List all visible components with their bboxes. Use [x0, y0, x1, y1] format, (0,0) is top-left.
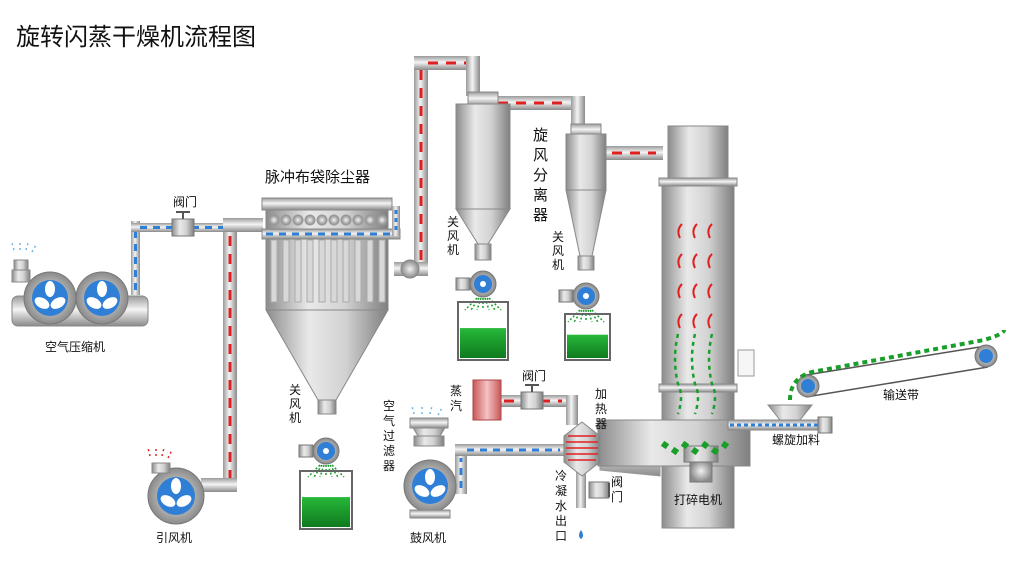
air-compressor [11, 241, 149, 327]
condensate-char: 水 [555, 499, 567, 513]
cyclone-char: 离 [533, 186, 548, 204]
heater-char: 加 [595, 387, 607, 401]
valve-top [171, 218, 195, 237]
air_filter-char: 过 [383, 429, 395, 443]
rotary_valve_2-char: 风 [447, 229, 459, 243]
label-steam: 蒸汽 [450, 384, 462, 413]
label-air-compressor: 空气压缩机 [45, 339, 105, 354]
steam-tank [472, 379, 502, 421]
rotary_valve_1-char: 关 [289, 383, 301, 397]
rotary_valve_3-char: 机 [552, 258, 564, 272]
condensate-char: 出 [555, 514, 567, 528]
valve_bottom-char: 门 [611, 489, 623, 504]
rotary-valve-3 [558, 282, 611, 361]
air_filter-char: 空 [383, 399, 395, 413]
label-valve-mid: 阀门 [522, 368, 546, 383]
label-crusher-motor: 打碎电机 [674, 492, 722, 507]
pipes [131, 56, 663, 539]
heater [563, 421, 601, 477]
label-dust-collector: 脉冲布袋除尘器 [265, 168, 370, 186]
rotary_valve_2-char: 关 [447, 215, 459, 229]
air_filter-char: 气 [383, 413, 395, 428]
cyclone-2 [565, 123, 607, 271]
cyclone-char: 风 [533, 146, 548, 164]
rotary_valve_2-char: 机 [447, 243, 459, 257]
label-screw-feeder: 螺旋加料 [772, 433, 820, 447]
label-blower: 鼓风机 [410, 531, 446, 545]
valve-mid [520, 391, 544, 410]
valve_bottom-char: 阀 [611, 475, 623, 489]
label-valve-top: 阀门 [173, 194, 197, 209]
label-valve-bottom: 阀门 [611, 475, 623, 504]
label-induced-fan: 引风机 [156, 531, 192, 545]
rotary_valve_1-char: 风 [289, 397, 301, 411]
collection-bin [457, 301, 509, 361]
dust-collector [261, 197, 401, 415]
screw-feeder [727, 404, 833, 434]
water-drop-icon [579, 530, 583, 539]
label-rotary-valve-3: 关风机 [552, 230, 564, 272]
dryer-tower [597, 125, 755, 529]
rotary-valve-2 [455, 270, 509, 361]
condensate-char: 口 [555, 529, 567, 543]
rotary_valve_3-char: 关 [552, 230, 564, 244]
heater-char: 热 [595, 402, 607, 416]
collection-bin [299, 470, 353, 530]
crusher-motor-icon [689, 459, 713, 483]
diagram-title: 旋转闪蒸干燥机流程图 [16, 23, 256, 51]
condensate-char: 冷 [555, 469, 567, 483]
induced-fan [147, 446, 205, 525]
steam-char: 蒸 [450, 384, 462, 398]
cyclone-char: 器 [533, 206, 548, 224]
label-rotary-valve-1: 关风机 [289, 383, 301, 425]
blower [403, 404, 457, 519]
label-heater: 加热器 [595, 387, 607, 431]
rotary_valve_3-char: 风 [552, 244, 564, 258]
cyclone-1 [455, 91, 511, 261]
rotary-valves [298, 270, 611, 530]
air_filter-char: 滤 [383, 444, 395, 458]
valve-bottom [588, 481, 610, 499]
condensate-char: 凝 [555, 483, 567, 498]
rotary_valve_1-char: 机 [289, 411, 301, 425]
label-rotary-valve-2: 关风机 [447, 215, 459, 257]
heater-char: 器 [595, 417, 607, 431]
rotary-valve-1 [298, 437, 353, 530]
cyclone-char: 分 [533, 166, 548, 184]
cyclone-char: 旋 [533, 126, 548, 144]
label-conveyor: 输送带 [883, 387, 919, 402]
conveyor [788, 329, 1006, 401]
air_filter-char: 器 [383, 459, 395, 473]
steam-char: 汽 [450, 398, 462, 413]
collection-bin [564, 313, 611, 361]
